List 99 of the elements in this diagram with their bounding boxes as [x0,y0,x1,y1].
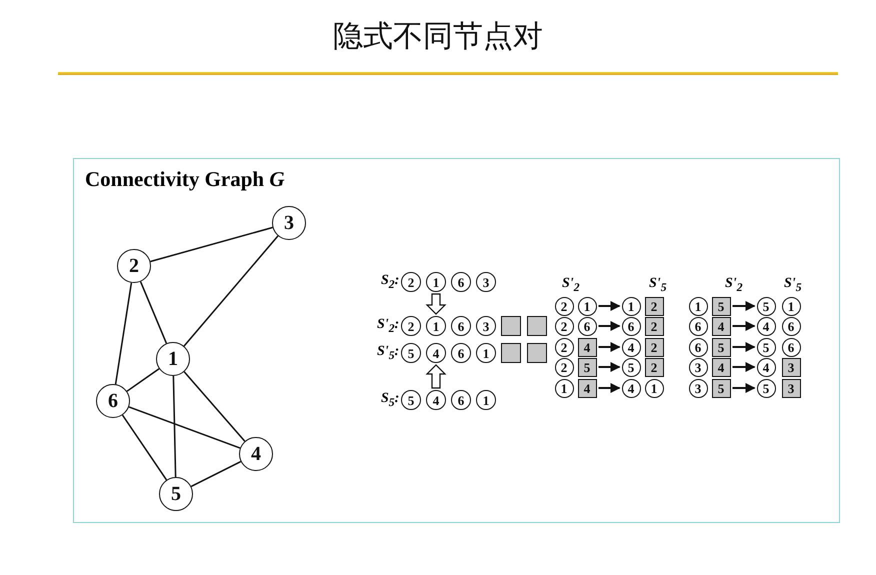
arrow [732,301,756,311]
numbered-circle: 2 [401,272,421,292]
slide-title: 隐式不同节点对 [332,18,544,56]
column-header: S'$_{2}$ [725,277,743,294]
arrow [732,362,756,372]
numbered-circle: 1 [554,378,574,398]
numbered-circle: 4 [622,338,640,356]
arrow [732,321,756,331]
numbered-circle: 6 [782,338,800,356]
shaded-square [501,343,521,363]
numbered-circle: 6 [688,338,708,356]
numbered-circle: 3 [272,206,306,240]
hollow-arrow [426,364,446,389]
numbered-circle: 5 [756,296,776,316]
numbered-circle: 1 [476,343,496,363]
sequence-label: S'$_{2}$: [377,318,400,334]
numbered-circle: 4 [622,378,640,398]
numbered-circle: 2 [554,358,574,376]
numbered-square: 4 [578,378,596,398]
numbered-circle: 2 [554,338,574,356]
numbered-circle: 1 [622,296,640,316]
shaded-square [501,316,521,336]
graph-edge [126,368,160,392]
arrow [598,321,620,331]
numbered-circle: 5 [401,390,421,410]
panel-heading: Connectivity Graph G [85,167,285,192]
graph-edge [114,282,132,384]
shaded-square [527,343,547,363]
numbered-circle: 6 [451,343,471,363]
numbered-circle: 6 [451,272,471,292]
numbered-circle: 5 [159,477,193,511]
numbered-square: 2 [644,296,664,316]
numbered-circle: 1 [426,316,446,336]
graph-edge [190,460,242,488]
numbered-circle: 6 [782,316,800,336]
numbered-circle: 3 [476,316,496,336]
numbered-square: 3 [782,378,800,398]
hollow-arrow [426,293,446,315]
numbered-circle: 1 [426,272,446,292]
numbered-square: 4 [712,316,730,336]
numbered-circle: 1 [476,390,496,410]
sequence-label: S'$_{5}$: [377,345,400,362]
arrow [732,342,756,352]
numbered-circle: 1 [644,378,664,398]
numbered-circle: 1 [688,296,708,316]
numbered-circle: 6 [688,316,708,336]
numbered-circle: 2 [401,316,421,336]
numbered-circle: 4 [756,316,776,336]
numbered-circle: 5 [756,378,776,398]
graph-edge [183,235,279,347]
column-header: S'$_{5}$ [649,277,667,294]
graph-edge [140,281,168,344]
numbered-circle: 5 [401,343,421,363]
numbered-circle: 4 [426,390,446,410]
arrow [598,383,620,393]
column-header: S'$_{2}$ [562,277,580,294]
numbered-square: 5 [578,358,596,376]
numbered-square: 5 [712,296,730,316]
numbered-circle: 5 [756,338,776,356]
numbered-square: 4 [578,338,596,356]
numbered-square: 2 [644,316,664,336]
numbered-square: 2 [644,358,664,376]
graph-edge [150,226,273,262]
numbered-circle: 2 [554,296,574,316]
numbered-circle: 3 [688,358,708,376]
graph-edge [184,371,246,442]
numbered-circle: 1 [156,342,190,376]
sequence-label: S$_{2}$: [381,274,400,290]
numbered-square: 5 [712,378,730,398]
numbered-square: 4 [712,358,730,376]
numbered-circle: 6 [451,390,471,410]
numbered-square: 5 [712,338,730,356]
numbered-circle: 6 [578,316,596,336]
shaded-square [527,316,547,336]
numbered-circle: 5 [622,358,640,376]
graph-edge [128,406,240,449]
numbered-circle: 3 [688,378,708,398]
graph-edge [172,376,176,478]
numbered-circle: 4 [239,437,273,471]
numbered-circle: 4 [426,343,446,363]
numbered-circle: 6 [451,316,471,336]
numbered-circle: 4 [756,358,776,376]
numbered-circle: 1 [578,296,596,316]
numbered-circle: 1 [782,296,800,316]
sequence-label: S$_{5}$: [381,392,400,408]
numbered-square: 3 [782,358,800,376]
numbered-circle: 6 [96,384,130,418]
numbered-circle: 3 [476,272,496,292]
numbered-circle: 6 [622,316,640,336]
numbered-circle: 2 [554,316,574,336]
numbered-circle: 2 [117,249,151,283]
graph-panel [73,158,840,523]
graph-edge [122,414,168,480]
arrow [598,342,620,352]
column-header: S'$_{5}$ [784,277,802,294]
numbered-square: 2 [644,338,664,356]
arrow [732,383,756,393]
arrow [598,362,620,372]
arrow [598,301,620,311]
